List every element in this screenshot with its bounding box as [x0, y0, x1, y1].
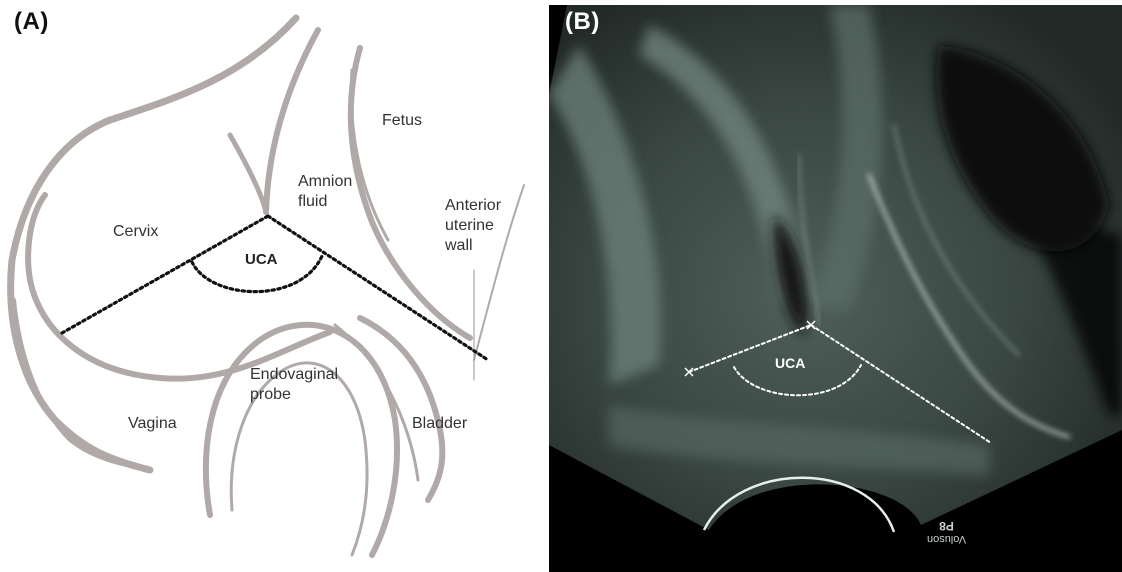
uca-label-b: UCA — [775, 355, 805, 371]
amnion-label-line2: fluid — [298, 192, 352, 212]
endo-label-line1: Endovaginal — [250, 365, 338, 385]
schematic-panel: (A) Fetus Amnion fluid Cervix UCA Anteri… — [0, 0, 541, 572]
device-watermark: Voluson P8 — [927, 519, 966, 545]
cervix-label: Cervix — [113, 222, 158, 242]
panel-b-letter: (B) — [565, 8, 600, 36]
bladder-label: Bladder — [412, 414, 467, 434]
panel-a-letter: (A) — [14, 8, 49, 36]
vagina-label: Vagina — [128, 414, 177, 434]
anterior-label-line3: wall — [445, 236, 501, 256]
endo-label-line2: probe — [250, 385, 338, 405]
amnion-label-line1: Amnion — [298, 172, 352, 192]
anterior-uterine-wall-label: Anterior uterine wall — [445, 196, 501, 256]
anterior-label-line2: uterine — [445, 216, 501, 236]
amnion-fluid-label: Amnion fluid — [298, 172, 352, 212]
anterior-label-line1: Anterior — [445, 196, 501, 216]
ultrasound-image — [549, 5, 1122, 572]
watermark-line2: P8 — [927, 519, 966, 532]
ultrasound-panel: (B) UCA Voluson P8 — [549, 5, 1122, 572]
endovaginal-probe-label: Endovaginal probe — [250, 365, 338, 405]
fetus-label: Fetus — [382, 111, 422, 131]
schematic-drawing — [0, 0, 541, 572]
cervical-canal-line — [62, 216, 268, 333]
panel-divider — [541, 0, 549, 572]
lower-wall — [335, 325, 418, 480]
uca-label-a: UCA — [245, 251, 278, 268]
amnion-left-line — [230, 135, 266, 212]
watermark-line1: Voluson — [927, 532, 966, 545]
bladder-wall — [360, 318, 442, 500]
